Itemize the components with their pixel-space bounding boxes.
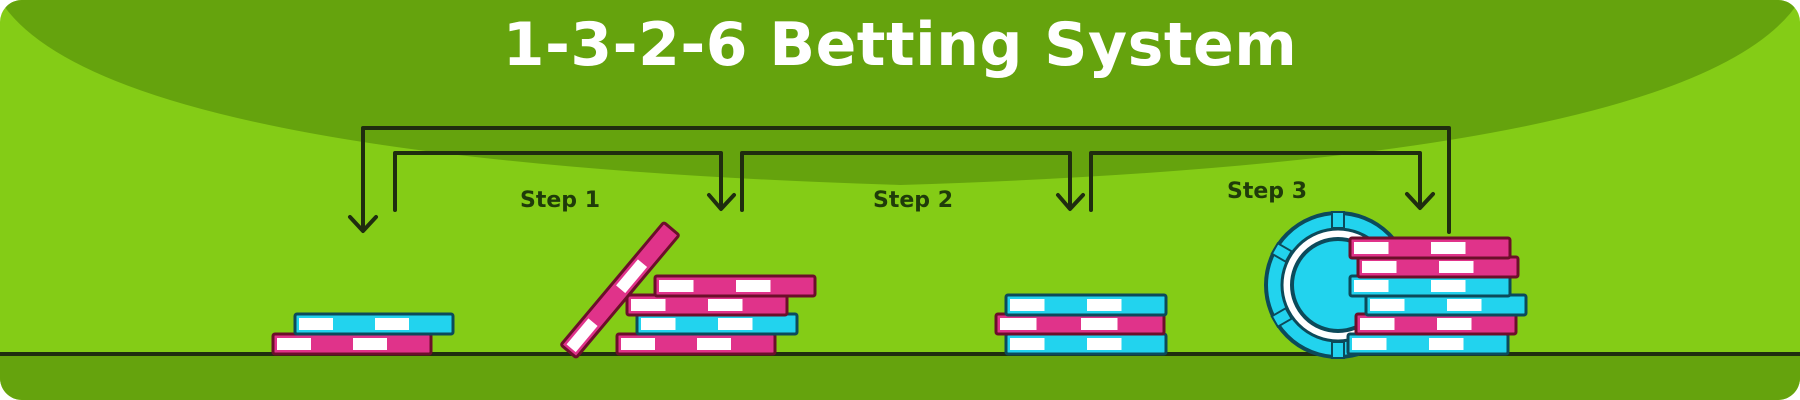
step-arrows	[348, 126, 1451, 234]
chip-stack-d-chip	[1346, 332, 1510, 356]
chip-stack-b-chip	[653, 274, 817, 298]
chip-stack-c-chip	[994, 312, 1166, 336]
chip-stack-b-chip	[615, 332, 777, 356]
step-2-label: Step 2	[873, 188, 953, 213]
top-arc	[0, 0, 1800, 185]
page-title: 1-3-2-6 Betting System	[502, 10, 1298, 80]
chip-stack-d-chip	[1348, 274, 1512, 298]
falling-chip	[560, 221, 680, 359]
step-1-label: Step 1	[520, 188, 600, 213]
chip-stack-d-chip	[1348, 236, 1512, 260]
step1-bracket-arrow	[393, 151, 723, 212]
chip-stack-c-chip	[1004, 332, 1168, 356]
outer-bracket-arrow	[361, 126, 1451, 234]
chip-stack-d-chip	[1364, 293, 1528, 317]
step1-arrowhead	[707, 193, 736, 211]
step2-arrowhead	[1056, 193, 1085, 211]
chip-stack-b-chip	[635, 312, 799, 336]
ground	[0, 354, 1800, 400]
chip-stack-d-chip	[1354, 312, 1518, 336]
chip-stack-a-chip	[293, 312, 455, 336]
step2-bracket-arrow	[740, 151, 1072, 212]
outer-arrowhead	[348, 215, 378, 233]
step-3-label: Step 3	[1227, 179, 1307, 204]
step3-bracket-arrow	[1089, 151, 1422, 212]
chip-stack-c-chip	[1004, 293, 1168, 317]
chip-stack-a-chip	[271, 332, 433, 356]
step3-arrowhead	[1405, 192, 1435, 210]
chip-stack-b-chip	[625, 293, 789, 317]
chip-stack-d-chip	[1356, 255, 1520, 279]
